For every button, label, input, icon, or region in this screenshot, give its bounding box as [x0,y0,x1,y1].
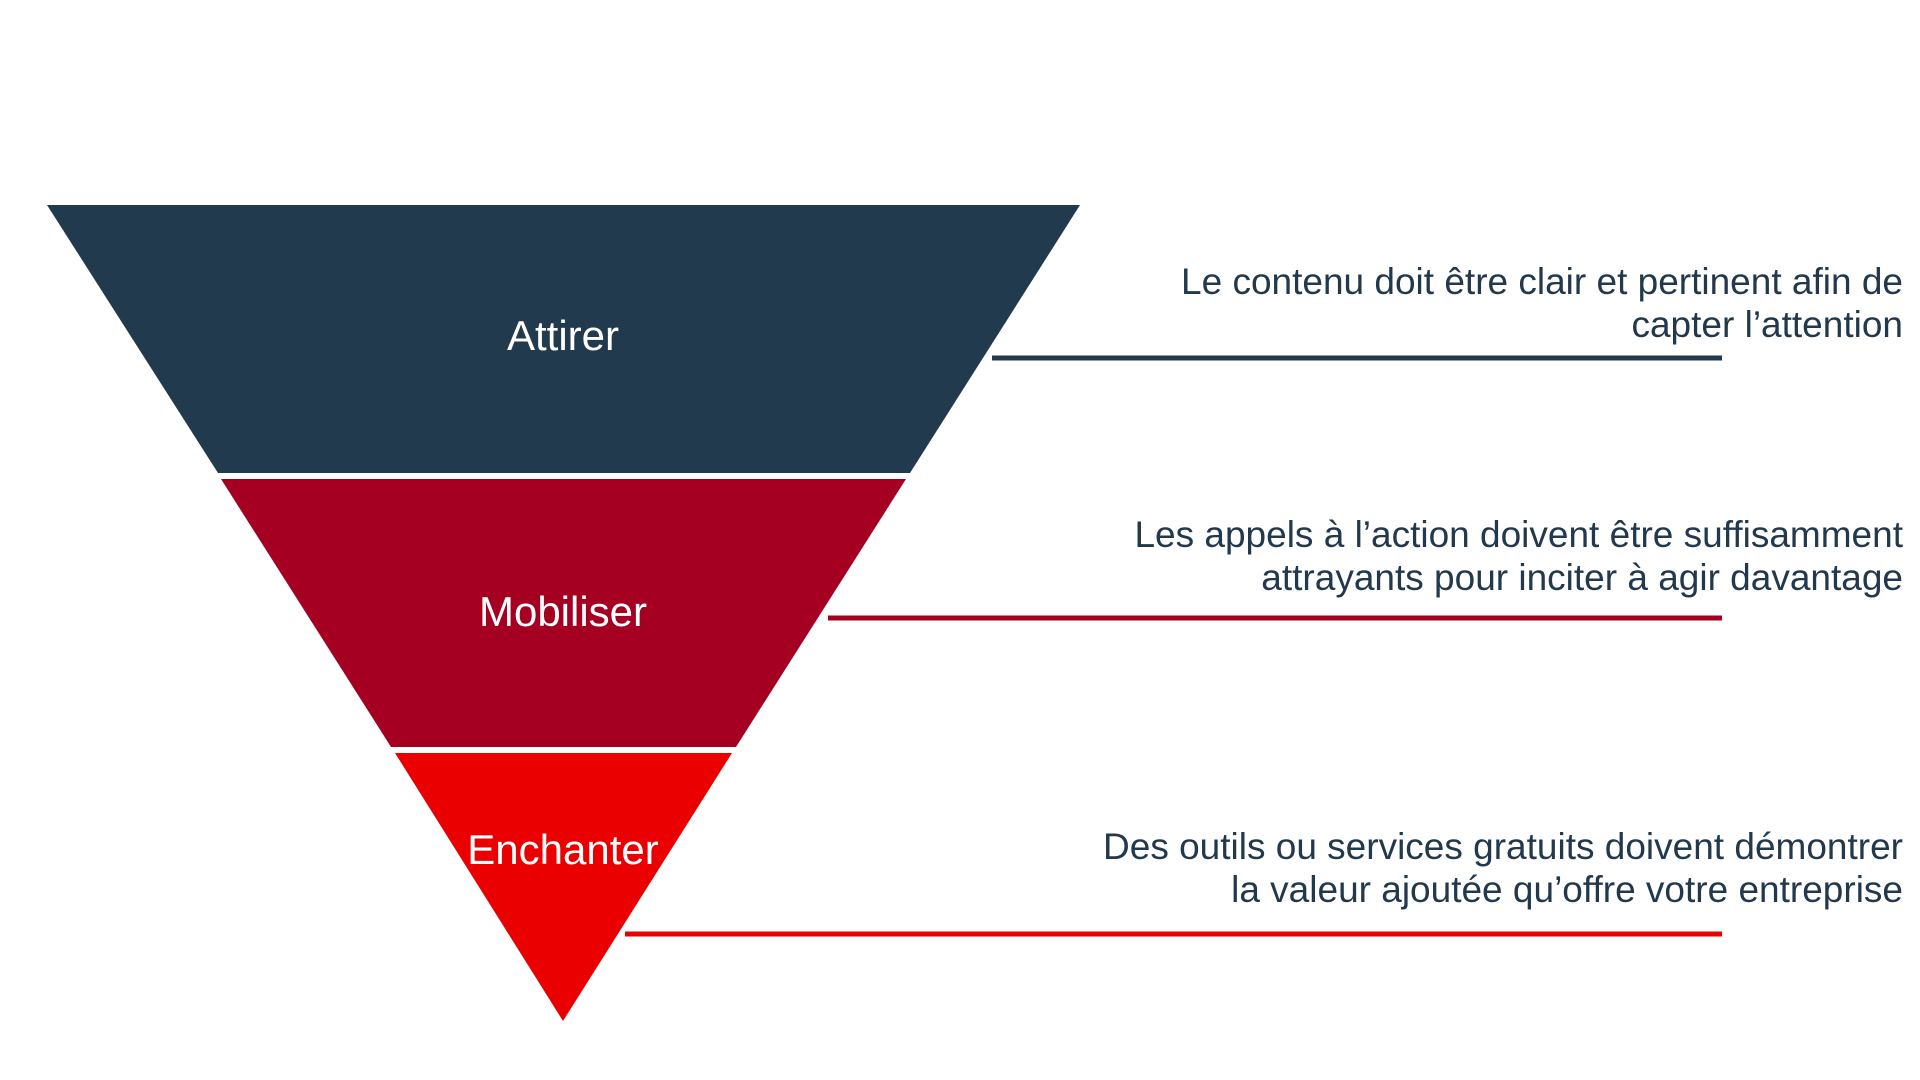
stage-label-attirer: Attirer [507,312,619,359]
description-line: la valeur ajoutée qu’offre votre entrepr… [1231,869,1903,910]
stage-label-enchanter: Enchanter [467,826,658,873]
description-enchanter: Des outils ou services gratuits doivent … [903,825,1903,911]
funnel-stage-enchanter [395,753,732,1021]
description-attirer: Le contenu doit être clair et pertinent … [903,260,1903,346]
description-mobiliser: Les appels à l’action doivent être suffi… [903,513,1903,599]
funnel-stage-mobiliser [221,479,906,747]
funnel-stage-attirer [47,205,1080,473]
description-line: capter l’attention [1631,304,1903,345]
description-line: attrayants pour inciter à agir davantage [1261,557,1903,598]
description-line: Les appels à l’action doivent être suffi… [1134,514,1903,555]
stage-label-mobiliser: Mobiliser [479,588,647,635]
description-line: Le contenu doit être clair et pertinent … [1181,261,1903,302]
description-line: Des outils ou services gratuits doivent … [1103,826,1903,867]
